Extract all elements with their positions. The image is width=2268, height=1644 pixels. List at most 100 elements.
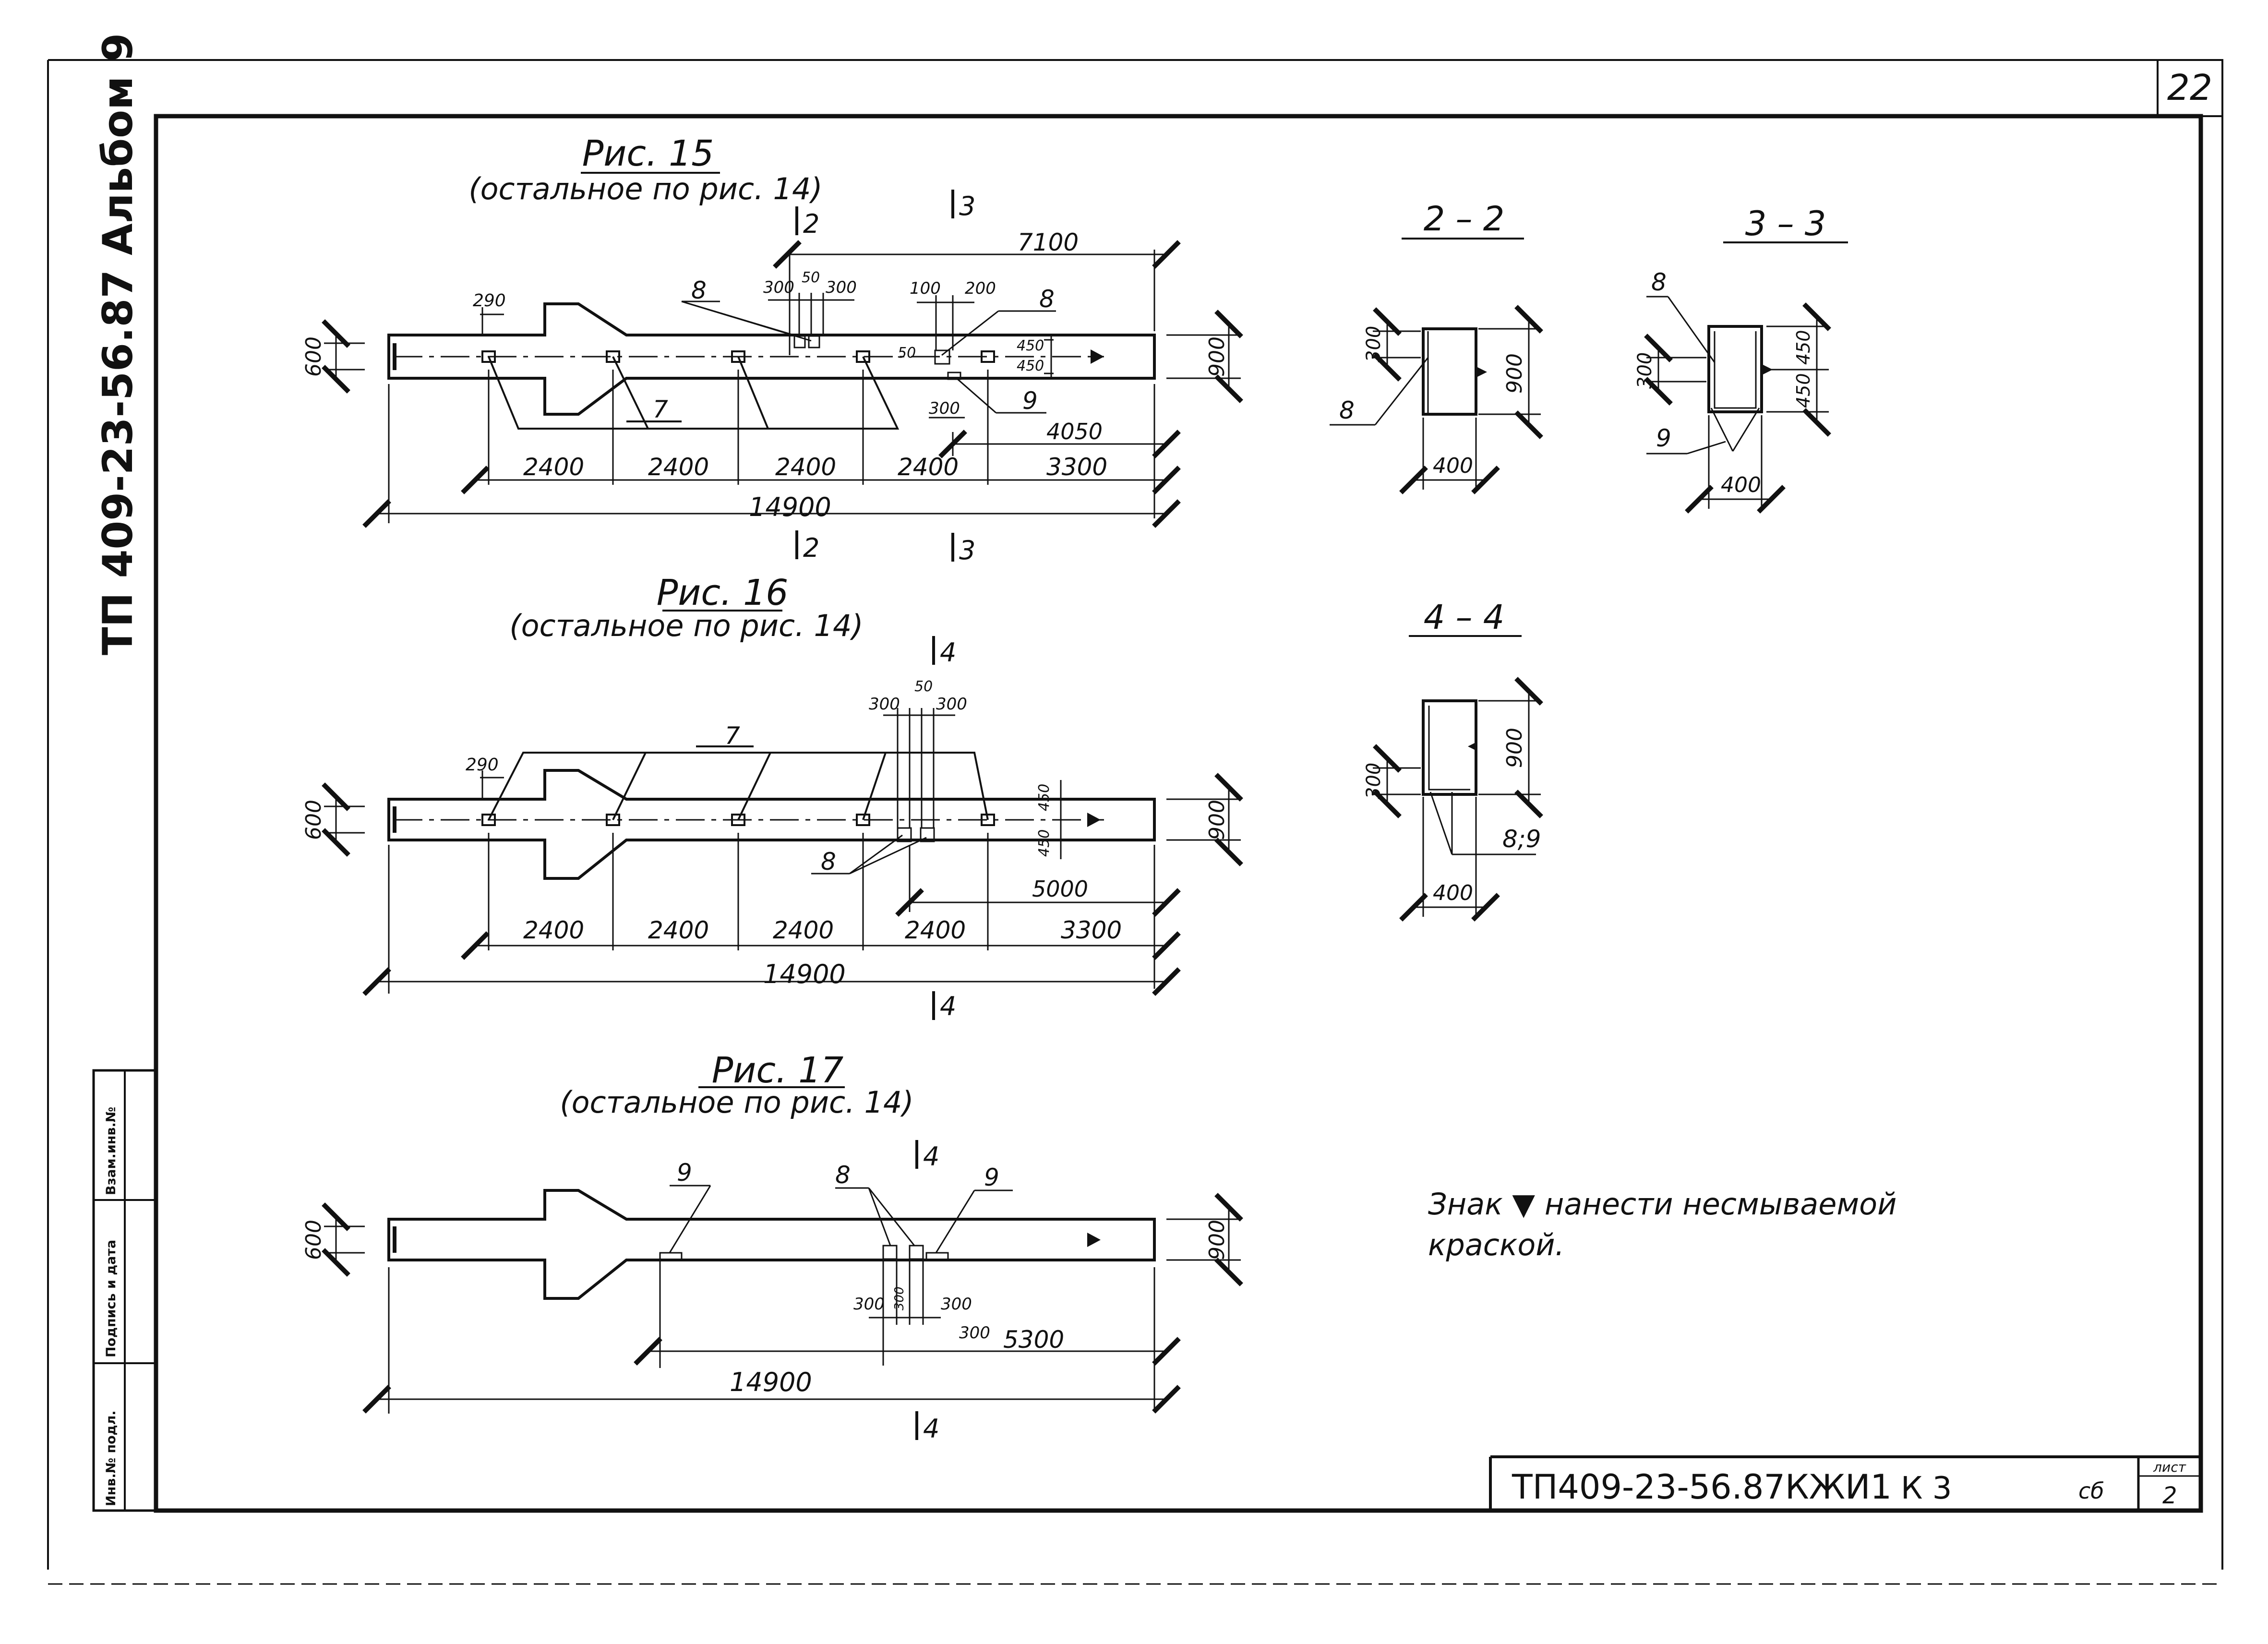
fig15-callout-8b: 8 <box>1039 285 1055 313</box>
fig16-dim-900: 900 <box>1205 800 1229 840</box>
fig17-dim-300c: 300 <box>941 1295 972 1314</box>
fig15-dim-100: 100 <box>910 279 941 298</box>
fig15-mark-3-top: 3 <box>959 191 975 221</box>
sec44-dim-400: 400 <box>1433 881 1473 905</box>
fig16-dim-seg5: 3300 <box>1061 916 1122 944</box>
stamp-sheet-label: лист <box>2153 1459 2186 1475</box>
fig16-dim-5000: 5000 <box>1032 876 1088 902</box>
fig16-subtitle: (остальное по рис. 14) <box>509 608 863 643</box>
sec44-dim-300: 300 <box>1363 763 1385 799</box>
sheet-frame <box>47 59 2223 1585</box>
sec33-dim-450a: 450 <box>1793 330 1814 365</box>
sec33-callout-9: 9 <box>1656 424 1671 452</box>
fig16-dim-50: 50 <box>914 678 933 695</box>
fig15-dim-450b: 450 <box>1017 358 1044 374</box>
note-line2: краской. <box>1428 1227 1564 1262</box>
fig15-dim-50b: 50 <box>898 345 916 361</box>
fig17-dim-900: 900 <box>1205 1220 1229 1260</box>
fig15-dim-300a: 300 <box>763 278 794 297</box>
fig16-dim-seg3: 2400 <box>773 916 834 944</box>
fig17-beam: Рис. 17 (остальное по рис. 14) <box>322 1050 1243 1440</box>
fig16-dim-600: 600 <box>301 800 326 840</box>
fig17-dim-14900: 14900 <box>730 1367 812 1397</box>
fig17-callout-9b: 9 <box>984 1164 999 1191</box>
fig16-mark-4-bottom: 4 <box>940 991 956 1021</box>
fig16-callout-7: 7 <box>725 722 740 750</box>
fig17-dim-5300: 5300 <box>1003 1326 1064 1354</box>
fig15-subtitle: (остальное по рис. 14) <box>468 171 822 206</box>
fig15-dim-7100: 7100 <box>1018 228 1079 256</box>
fig15-beam: Рис. 15 (остальное по рис. 14) <box>322 133 1243 562</box>
sec33-dim-400: 400 <box>1721 473 1761 497</box>
fig17-dim-300a: 300 <box>853 1295 885 1314</box>
page-number: 22 <box>2167 67 2212 108</box>
sec22-dim-300: 300 <box>1363 326 1385 362</box>
fig15-dim-14900: 14900 <box>749 492 831 522</box>
fig16-mark-4-top: 4 <box>940 637 956 668</box>
fig15-mark-2-bottom: 2 <box>803 533 819 563</box>
fig17-title: Рис. 17 <box>712 1050 844 1091</box>
sec33-callout-8: 8 <box>1651 268 1667 296</box>
sec22-title: 2 – 2 <box>1424 199 1505 239</box>
fig15-callout-7: 7 <box>653 396 668 423</box>
fig15-dim-290: 290 <box>473 291 506 311</box>
fig17-dim-300d: 300 <box>959 1323 990 1343</box>
section-3-3: 3 – 3 <box>1644 204 1848 514</box>
fig15-dim-300c: 300 <box>929 399 960 418</box>
stamp-sheet-number: 2 <box>2162 1482 2177 1509</box>
fig15-dim-200: 200 <box>965 279 996 298</box>
fig17-mark-4-top: 4 <box>923 1141 939 1172</box>
fig17-callout-9a: 9 <box>677 1159 692 1187</box>
fig17-mark-4-bottom: 4 <box>923 1414 939 1444</box>
sec44-dim-900: 900 <box>1502 728 1527 768</box>
sec33-dim-450b: 450 <box>1793 373 1814 408</box>
sec22-dim-900: 900 <box>1502 353 1527 394</box>
fig16-dim-300b: 300 <box>936 695 967 714</box>
fig15-dim-seg1: 2400 <box>523 453 584 481</box>
fig17-dim-300b: 300 <box>892 1286 907 1310</box>
fig15-title: Рис. 15 <box>582 133 714 174</box>
approval-strip <box>92 1069 157 1512</box>
fig15-dim-50a: 50 <box>802 269 820 286</box>
album-title: ТП 409-23-56.87 Альбом 9 <box>94 33 142 655</box>
sec22-callout-8: 8 <box>1339 396 1355 424</box>
fig15-dim-450a: 450 <box>1017 337 1044 354</box>
sec44-callout-89: 8;9 <box>1502 825 1541 853</box>
fig15-dim-900: 900 <box>1205 336 1229 377</box>
stamp-code: ТП409-23-56.87КЖИ1 <box>1512 1467 1892 1507</box>
fig16-dim-14900: 14900 <box>763 959 846 989</box>
sec44-title: 4 – 4 <box>1424 598 1505 637</box>
title-stamp <box>1489 1455 2201 1511</box>
fig16-dim-300a: 300 <box>869 695 900 714</box>
sec22-dim-400: 400 <box>1433 454 1473 478</box>
fig15-mark-3-bottom: 3 <box>959 535 975 565</box>
section-2-2: 2 – 2 <box>1330 199 1543 494</box>
fig15-callout-9: 9 <box>1022 387 1038 415</box>
note-line1: Знак ▼ нанести несмываемой <box>1428 1187 1896 1222</box>
fig16-beam: Рис. 16 (остальное по рис. 14) <box>322 572 1243 1020</box>
fig16-callout-8: 8 <box>821 848 836 876</box>
section-4-4: 4 – 4 <box>1373 598 1543 922</box>
side-label-replace: Взам.инв.№ <box>104 1107 119 1195</box>
fig16-dim-seg2: 2400 <box>648 916 709 944</box>
side-label-sign: Подпись и дата <box>104 1240 119 1357</box>
fig16-dim-450b: 450 <box>1036 829 1053 857</box>
stamp-format: сб <box>2078 1478 2104 1504</box>
sec33-dim-300: 300 <box>1634 352 1656 389</box>
fig15-mark-2-top: 2 <box>803 209 819 239</box>
fig15-dim-300b: 300 <box>826 278 857 297</box>
fig17-subtitle: (остальное по рис. 14) <box>560 1085 913 1120</box>
fig16-dim-450a: 450 <box>1036 784 1053 811</box>
fig15-dim-seg2: 2400 <box>648 453 709 481</box>
fig16-dim-seg1: 2400 <box>523 916 584 944</box>
fig15-dim-4050: 4050 <box>1046 419 1103 444</box>
fig15-dim-seg4: 2400 <box>898 453 959 481</box>
sec33-title: 3 – 3 <box>1745 204 1826 243</box>
fig16-dim-seg4: 2400 <box>905 916 966 944</box>
fig17-dim-600: 600 <box>301 1220 326 1260</box>
fig15-dim-seg3: 2400 <box>775 453 836 481</box>
fig17-callout-8: 8 <box>835 1161 851 1189</box>
fig15-dim-600: 600 <box>301 336 326 377</box>
fig16-dim-290: 290 <box>466 755 499 775</box>
